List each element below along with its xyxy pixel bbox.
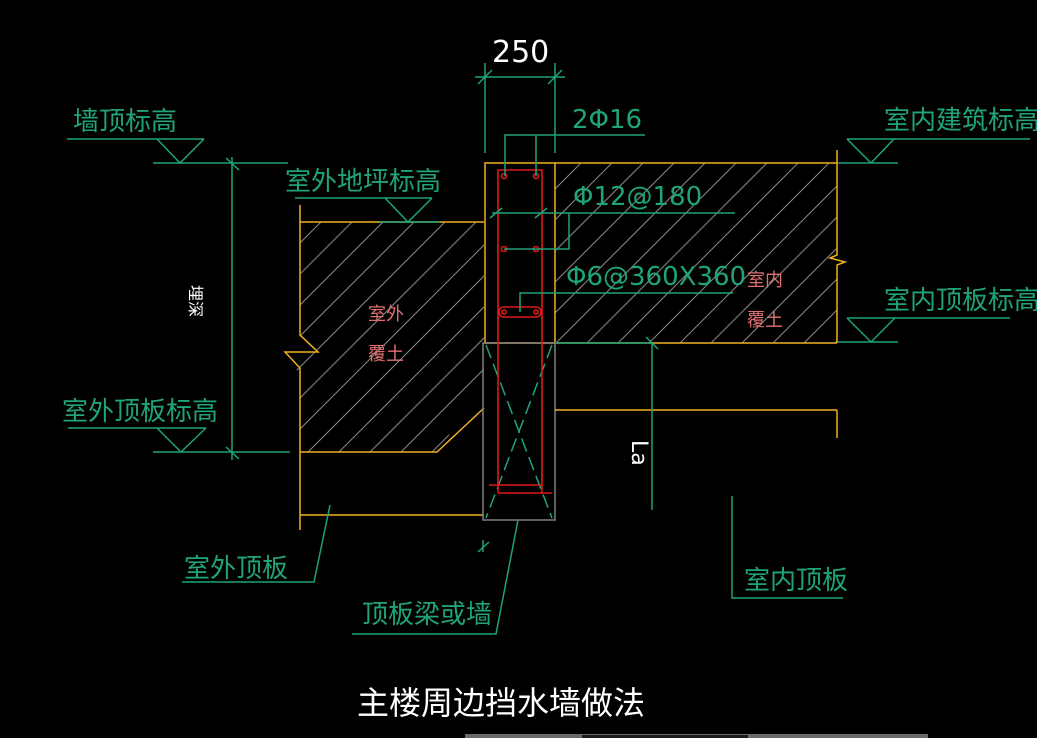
- wall-top-elevation-label: 墙顶标高: [73, 107, 177, 137]
- top-bars-label: 2Φ16: [572, 105, 642, 135]
- hatch-line: [555, 163, 644, 252]
- indoor-soil-label-line2: 覆土: [747, 310, 783, 331]
- burial-depth-label: 埋深: [186, 285, 205, 317]
- hatch-line: [285, 222, 477, 452]
- drawing-title: 主楼周边挡水墙做法: [357, 684, 645, 722]
- hatch-line: [459, 222, 484, 452]
- hatch-line: [555, 163, 737, 343]
- tie-bars-label: Φ6@360X360: [566, 262, 746, 292]
- outdoor-roof-slab-elevation-marker: 室外顶板标高: [62, 397, 290, 454]
- hatch-line: [648, 163, 830, 343]
- anchorage-leader: La: [477, 336, 659, 553]
- hatch-line: [617, 163, 799, 343]
- hatch-line: [285, 222, 446, 452]
- outdoor-roof-slab-leader: 室外顶板: [182, 504, 331, 584]
- wall-break-x: [485, 344, 553, 519]
- rebar-cage: [489, 169, 552, 494]
- outdoor-soil-label-line2: 覆土: [368, 344, 404, 365]
- wall-top-elevation-marker: 墙顶标高: [67, 107, 288, 165]
- indoor-roof-slab-elevation-label: 室内顶板标高: [884, 286, 1037, 316]
- hatch-line: [428, 222, 484, 452]
- scrollbar-thumb[interactable]: [582, 735, 748, 738]
- indoor-building-elevation-marker: 室内建筑标高: [838, 106, 1037, 165]
- hatch-line: [397, 222, 484, 452]
- hatch-line: [285, 222, 484, 452]
- indoor-building-elevation-label: 室内建筑标高: [884, 106, 1037, 136]
- hatch-line: [555, 163, 706, 314]
- outdoor-soil-label-line1: 室外: [368, 304, 404, 325]
- vertical-bars-label: Φ12@180: [573, 182, 702, 212]
- outdoor-ground-elevation-marker: 室外地坪标高: [285, 167, 441, 224]
- hatch-line: [285, 222, 353, 452]
- hatch-line: [710, 216, 837, 343]
- hatch-line: [285, 222, 384, 452]
- hatch-line: [555, 163, 613, 221]
- hatch-line: [555, 163, 675, 283]
- hatch-line: [335, 222, 484, 452]
- burial-depth-dimension: 埋深: [186, 157, 240, 460]
- indoor-roof-slab-label: 室内顶板: [744, 566, 848, 596]
- indoor-soil-hatch: [555, 163, 837, 343]
- roof-slab-beam-leader: 顶板梁或墙: [352, 519, 519, 635]
- dimension-250-label: 250: [492, 35, 549, 70]
- hatch-line: [772, 278, 837, 343]
- tie-bars-leader: Φ6@360X360: [519, 262, 746, 312]
- hatch-line: [586, 163, 768, 343]
- hatch-line: [679, 185, 837, 343]
- width-dimension: 250: [475, 35, 565, 153]
- outdoor-roof-slab-label: 室外顶板: [184, 554, 288, 584]
- roof-slab-beam-or-wall-label: 顶板梁或墙: [362, 600, 492, 630]
- indoor-roof-slab-leader: 室内顶板: [731, 496, 848, 599]
- hatch-line: [304, 222, 484, 452]
- top-bars-leader: 2Φ16: [504, 105, 645, 176]
- hatch-line: [803, 309, 837, 343]
- hatch-line: [366, 222, 484, 452]
- anchorage-length-label: La: [626, 440, 651, 466]
- hatch-line: [741, 247, 837, 343]
- indoor-soil-label-line1: 室内: [747, 270, 783, 291]
- indoor-roof-slab-elevation-marker: 室内顶板标高: [838, 286, 1037, 344]
- vertical-bars-leader: Φ12@180: [489, 182, 735, 250]
- outdoor-roof-slab-elevation-label: 室外顶板标高: [62, 397, 218, 427]
- outdoor-ground-elevation-label: 室外地坪标高: [285, 167, 441, 197]
- horizontal-scrollbar[interactable]: [465, 734, 928, 738]
